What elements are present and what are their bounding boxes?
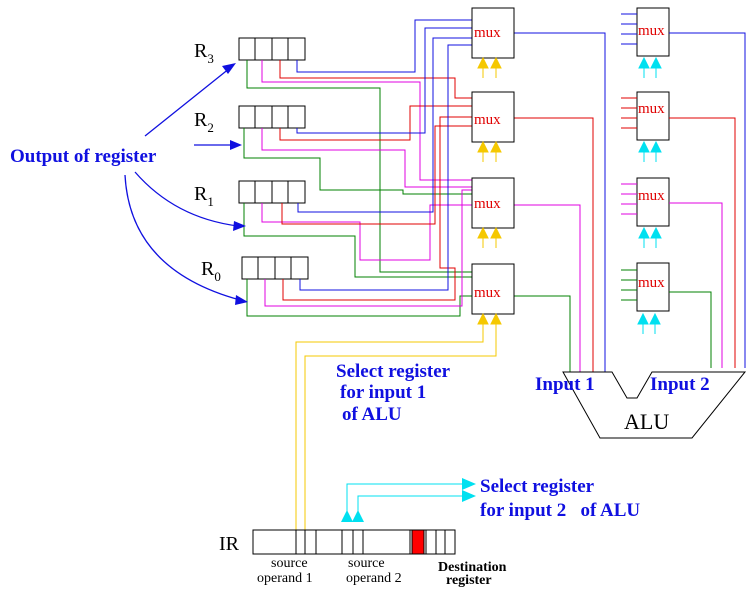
right-mux0-inputs [621, 13, 637, 45]
ir-label: IR [219, 533, 240, 555]
register-r0 [241, 256, 309, 280]
cyan-arrows-rmux3 [637, 312, 661, 334]
cyan-ir-lines [346, 483, 466, 522]
right-mux1-inputs [621, 97, 637, 129]
svg-text:mux: mux [474, 112, 501, 128]
alu-input1-label: Input 1 [535, 374, 595, 395]
right-mux2-inputs [621, 183, 637, 215]
select-input1-line1: Select register [336, 361, 451, 382]
dest-line1: Destination [438, 560, 507, 575]
output-of-register-label: Output of register [10, 146, 157, 167]
svg-text:mux: mux [638, 101, 665, 117]
register-r3 [238, 37, 306, 61]
green-wires [243, 60, 571, 372]
dest-line2: register [446, 573, 492, 588]
svg-text:mux: mux [638, 188, 665, 204]
gold-arrows-mux2 [477, 226, 502, 248]
gold-arrows-mux0 [477, 56, 502, 78]
mux-right-0: mux [636, 7, 670, 57]
source2-line1: source [348, 556, 385, 571]
r1-label: R1 [194, 183, 214, 209]
svg-text:mux: mux [474, 25, 501, 41]
select-input1-line2: for input 1 [340, 382, 426, 403]
select-input2-line2: for input 2 of ALU [480, 500, 640, 521]
source2-line2: operand 2 [346, 571, 402, 586]
select-input2-line1: Select register [480, 476, 595, 497]
instruction-register [252, 529, 456, 555]
right-mux-outputs [669, 32, 746, 368]
mux-left-3: mux [471, 263, 515, 315]
source1-line1: source [271, 556, 308, 571]
mux-right-3: mux [636, 262, 670, 312]
alu-label: ALU [624, 409, 669, 434]
svg-text:mux: mux [638, 23, 665, 39]
mux-left-2: mux [471, 177, 515, 229]
destination-field [411, 529, 425, 555]
gold-ir-lines [295, 334, 497, 530]
gold-arrows-mux3 [477, 312, 502, 334]
cyan-arrows-rmux0 [638, 56, 662, 78]
svg-text:mux: mux [474, 285, 501, 301]
source1-line2: operand 1 [257, 571, 313, 586]
register-r1 [238, 180, 306, 204]
register-r2 [238, 105, 306, 129]
cyan-arrows-rmux1 [638, 140, 662, 162]
r2-label: R2 [194, 109, 214, 135]
red-wires [279, 60, 594, 372]
cyan-select-arrows [637, 56, 662, 334]
mux-left-0: mux [471, 7, 515, 59]
alu-input2-label: Input 2 [650, 374, 710, 395]
cyan-ir-arrows [341, 478, 476, 522]
cyan-arrows-rmux2 [638, 226, 662, 248]
magenta-wires [261, 60, 581, 372]
output-arrows [124, 67, 241, 301]
svg-text:mux: mux [474, 196, 501, 212]
mux-right-2: mux [636, 177, 670, 227]
mux-right-1: mux [636, 91, 670, 141]
r0-label: R0 [201, 258, 221, 284]
blue-wires [296, 19, 606, 372]
r3-label: R3 [194, 40, 214, 66]
gold-select-arrows [477, 56, 502, 334]
output-arrowheads [222, 63, 248, 305]
svg-text:mux: mux [638, 275, 665, 291]
gold-arrows-mux1 [477, 140, 502, 162]
right-mux3-inputs [621, 269, 637, 301]
select-input1-line3: of ALU [342, 404, 402, 425]
alu [562, 371, 747, 439]
mux-left-1: mux [471, 91, 515, 143]
